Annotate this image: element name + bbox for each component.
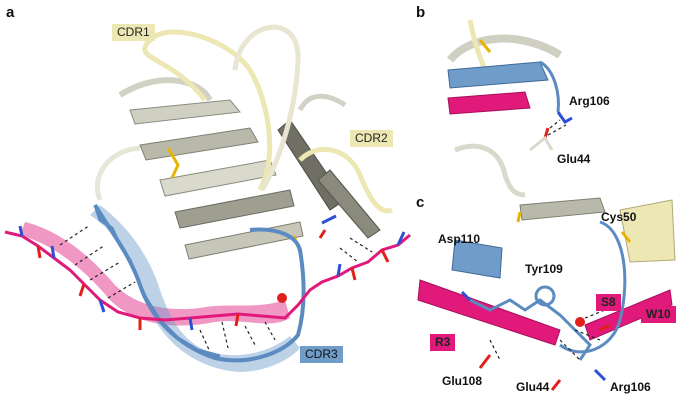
- panel-c-res-arg106: Arg106: [610, 380, 651, 394]
- panel-c-structure: [417, 197, 676, 391]
- panel-label-b: b: [416, 4, 426, 21]
- cdr2-label: CDR2: [350, 130, 393, 147]
- panel-b-res-arg106: Arg106: [569, 94, 610, 108]
- scaffold-strands: [94, 77, 381, 260]
- panel-c-res-tyr109: Tyr109: [525, 262, 563, 276]
- cdr1-label: CDR1: [112, 24, 155, 41]
- panel-label-c: c: [416, 194, 425, 211]
- cdr2-loop: [298, 146, 393, 214]
- water-molecule: [277, 293, 287, 303]
- hydrogen-bonds: [59, 224, 373, 353]
- cdr3-label: CDR3: [300, 346, 343, 363]
- panel-c-res-glu44: Glu44: [516, 380, 550, 394]
- panel-b-res-glu44: Glu44: [557, 152, 591, 166]
- panel-c-res-cys50: Cys50: [601, 210, 637, 224]
- panel-b-structure: [446, 19, 573, 198]
- peptide-backbone: [4, 230, 411, 322]
- cdr1-loop: [142, 29, 273, 192]
- panel-label-a: a: [6, 4, 15, 21]
- panel-a-structure: [4, 24, 411, 372]
- panel-c-res-asp110: Asp110: [438, 232, 481, 246]
- panel-c-res-glu108: Glu108: [442, 374, 483, 388]
- panel-c-label-r3: R3: [430, 334, 456, 351]
- panel-c-label-s8: S8: [596, 294, 621, 311]
- panel-c-label-w10: W10: [641, 306, 676, 323]
